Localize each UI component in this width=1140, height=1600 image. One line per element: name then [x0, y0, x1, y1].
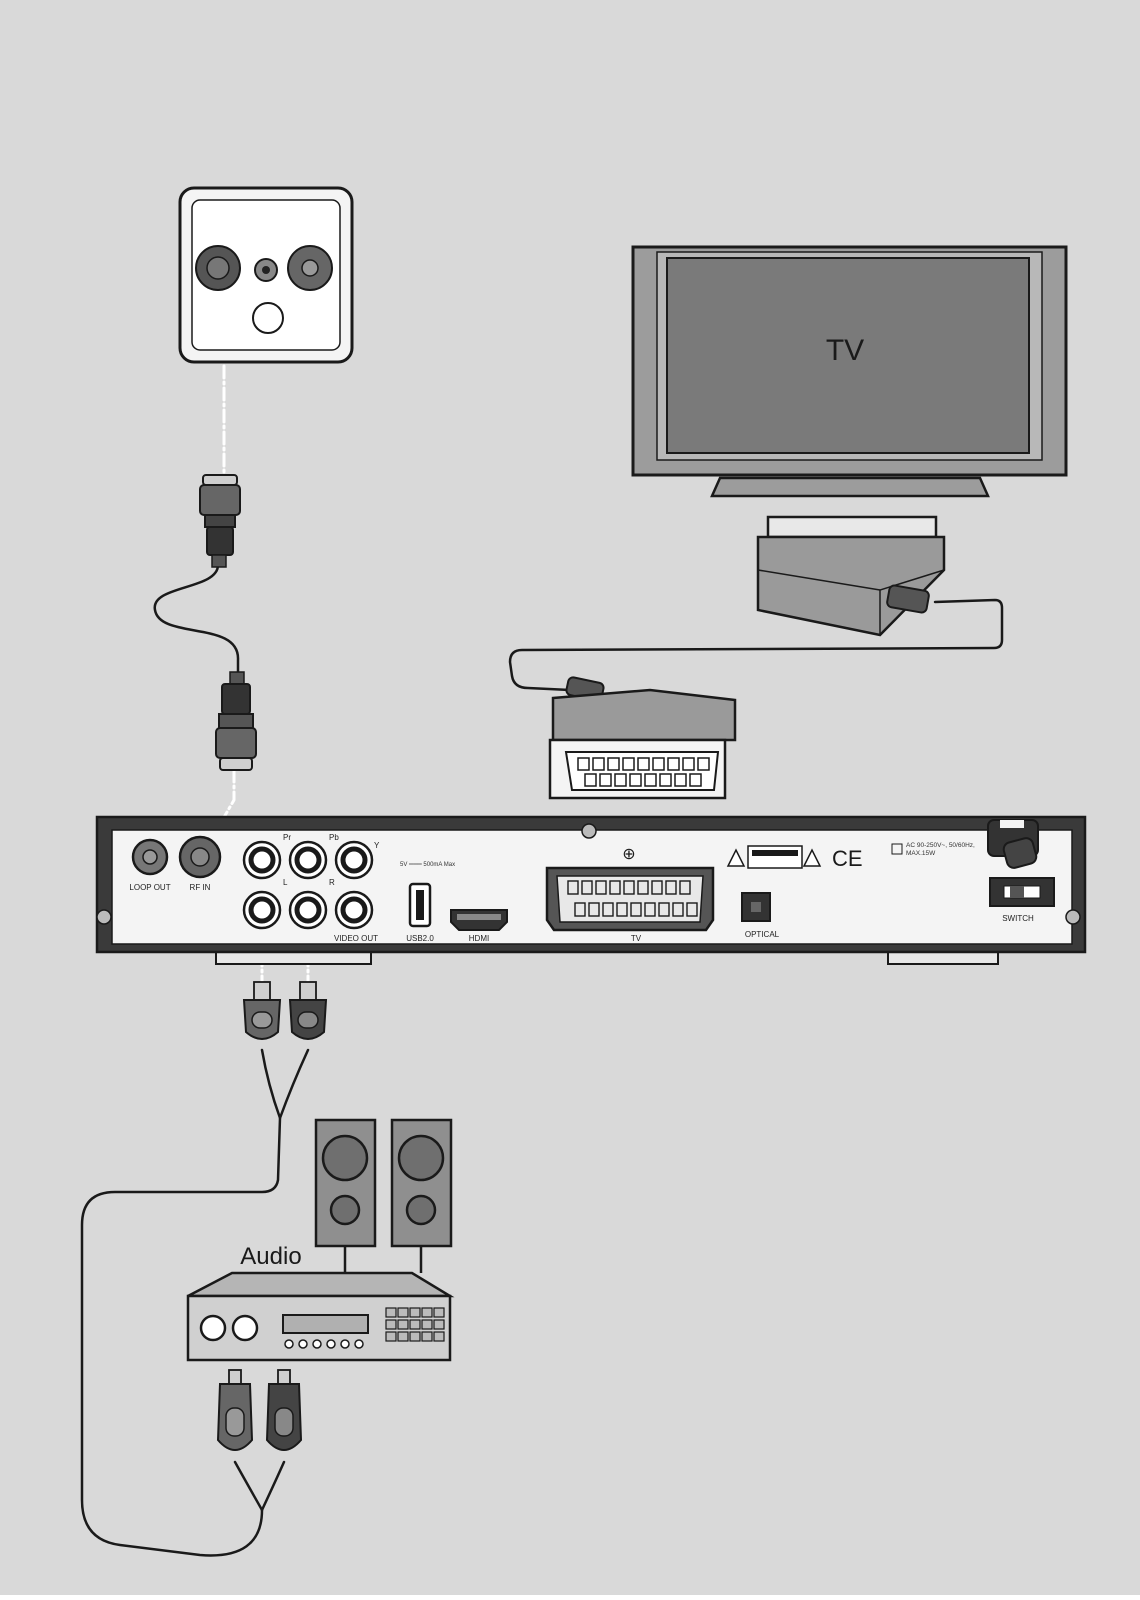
amp-buttons: [284, 1339, 364, 1349]
rf-in-label: RF IN: [190, 883, 211, 892]
rca-plug-amp-left: [216, 1369, 254, 1451]
sat-socket: [252, 302, 284, 334]
scart-cable: [508, 598, 1004, 692]
scart-port: ⊕: [545, 846, 715, 932]
y-label: Y: [374, 841, 380, 850]
pr-label: Pr: [283, 833, 291, 842]
scart-connector-icon: [756, 515, 946, 637]
loop-out-label: LOOP OUT: [129, 883, 170, 892]
tv-stand: [710, 476, 990, 498]
coax-cable: [153, 563, 240, 682]
rca-plug-amp-right: [265, 1369, 303, 1451]
rca-plug-right: [288, 981, 328, 1040]
switch-label: SWITCH: [1002, 914, 1034, 923]
pb-label: Pb: [329, 833, 339, 842]
antenna-wall-socket-icon: [178, 186, 354, 364]
coax-plug-lower: [215, 671, 257, 771]
speaker-left: [314, 1118, 377, 1273]
component-ports: [242, 840, 374, 930]
tv-screen: [666, 257, 1030, 454]
l-label: L: [283, 878, 288, 887]
usb-rating-label: 5V ═══ 500mA Max: [400, 862, 455, 868]
screw-icon: [96, 823, 1081, 925]
r-label: R: [329, 878, 335, 887]
coax-plug-icon: [199, 474, 241, 568]
scart-tv-label: TV: [631, 934, 642, 943]
audio-label: Audio: [240, 1243, 301, 1270]
ce-mark: CE: [832, 846, 863, 871]
amp-keypad: [385, 1307, 445, 1342]
amp-knob-1: [199, 1314, 227, 1342]
power-cord: [987, 819, 1039, 869]
power-rating-label: AC 90-250V~, 50/60Hz, MAX.15W: [906, 842, 975, 857]
usb-label: USB2.0: [406, 934, 434, 943]
speaker-right: [390, 1118, 453, 1273]
amp-display: [282, 1314, 369, 1334]
svg-text:⊕: ⊕: [622, 846, 635, 863]
receiver: LOOP OUT RF IN Pr Pb Y L R VIDEO OUT 5V …: [95, 815, 1087, 965]
tv: TV: [631, 245, 1068, 498]
audio-amplifier: Audio: [186, 1243, 455, 1362]
scart-connector-receiver: [548, 676, 737, 800]
hdmi-label: HDMI: [469, 934, 489, 943]
rca-y-split-bottom: [260, 1460, 286, 1512]
video-out-label: VIDEO OUT: [334, 934, 378, 943]
optical-label: OPTICAL: [745, 930, 780, 939]
tv-label: TV: [826, 334, 864, 367]
warning-triangle-icon: [726, 845, 822, 869]
rca-plug-icon: [242, 981, 282, 1040]
amp-knob-2: [231, 1314, 259, 1342]
